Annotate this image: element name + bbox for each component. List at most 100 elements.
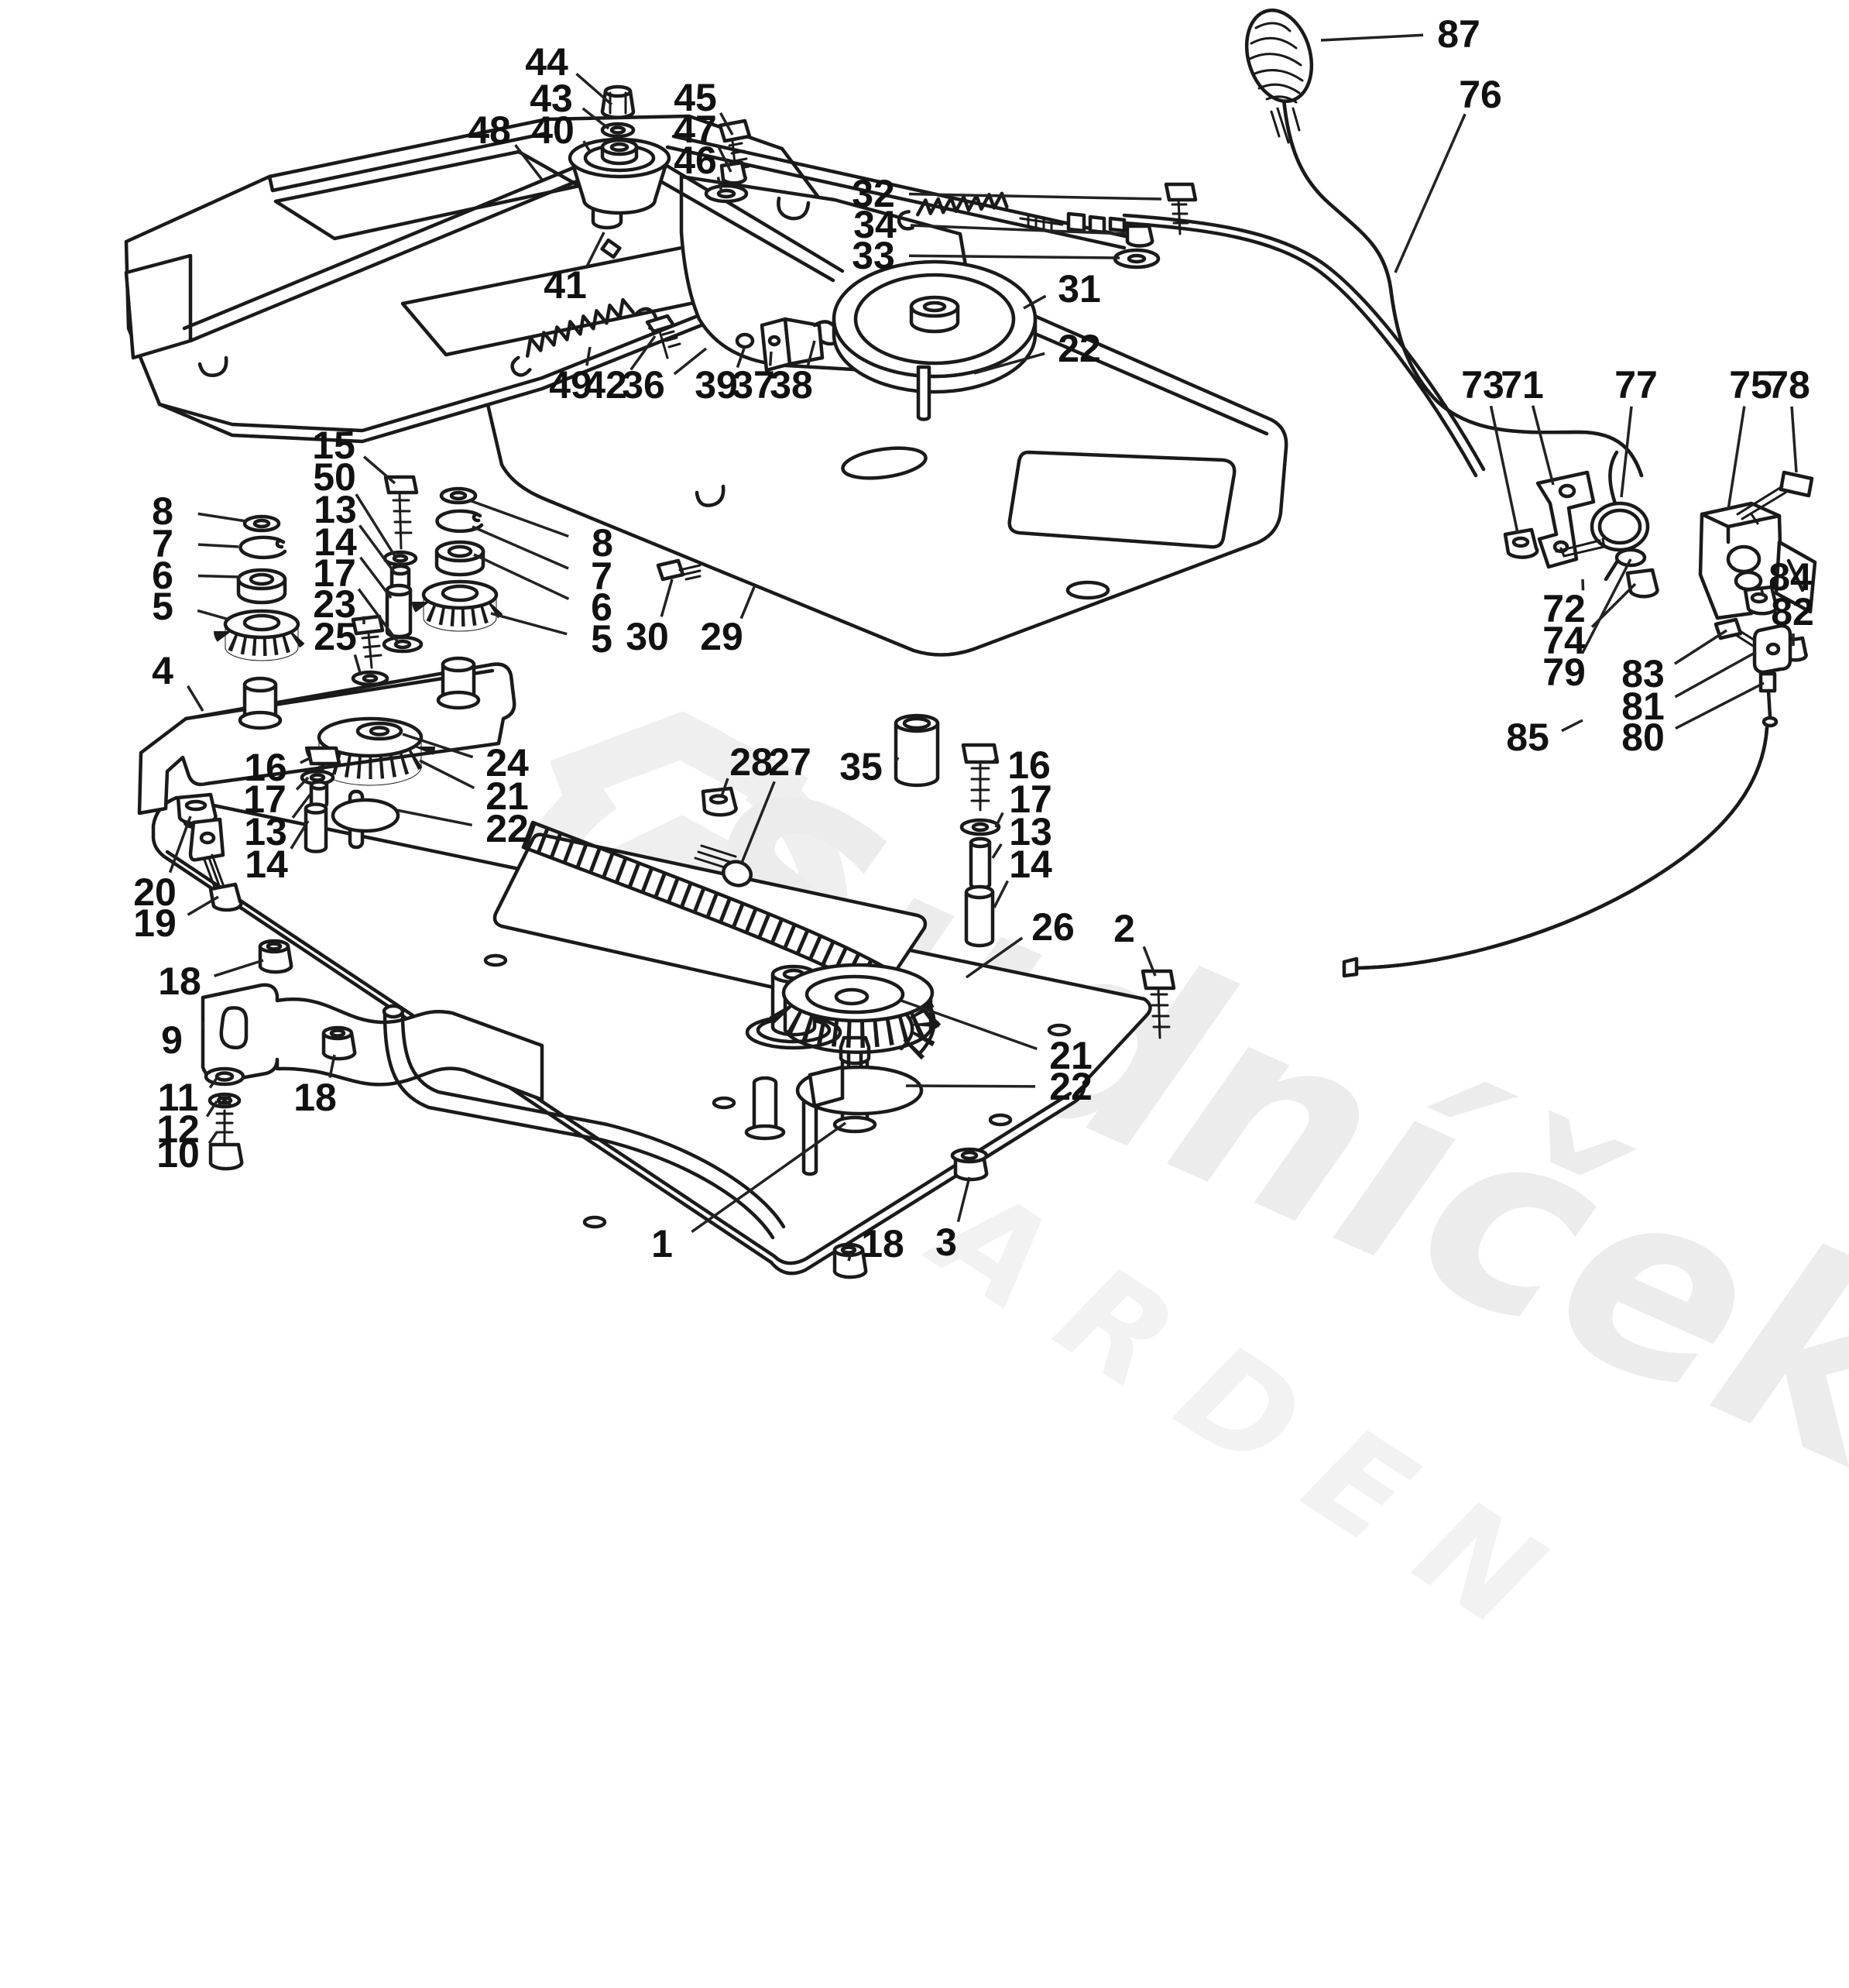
callout-label-48: 48 [468, 108, 511, 152]
callout-label-22: 22 [485, 807, 529, 850]
callout-leader-12 [205, 1100, 218, 1118]
nut-28-bolt-27 [694, 786, 753, 888]
callout-leader-17 [994, 812, 1004, 828]
washer-17 [382, 635, 424, 654]
callout-label-10: 10 [156, 1132, 200, 1176]
callout-label-23: 23 [313, 582, 356, 626]
bearing-stack-left [214, 514, 310, 661]
engagement-bracket-cluster [1503, 450, 1817, 728]
callout-label-31: 31 [1058, 267, 1101, 311]
callout-leader-26 [965, 936, 1024, 979]
callout-label-33: 33 [852, 234, 895, 277]
callout-leader-3 [956, 1176, 971, 1223]
callout-leader-10 [208, 1131, 218, 1145]
callout-leader-45 [719, 112, 734, 136]
callout-label-47: 47 [674, 108, 717, 151]
callout-leader-39 [736, 345, 746, 369]
callout-leader-77 [1620, 406, 1633, 498]
callout-label-34: 34 [853, 203, 897, 246]
callout-leader-8 [197, 512, 247, 523]
callout-label-35: 35 [839, 745, 883, 788]
callout-leader-14 [359, 556, 393, 599]
callout-leader-7 [197, 543, 239, 548]
callout-label-38: 38 [770, 363, 813, 407]
callout-label-16: 16 [1007, 743, 1051, 787]
callout-leader-5 [197, 609, 230, 621]
callout-label-44: 44 [525, 40, 568, 84]
callout-label-18: 18 [158, 960, 201, 1003]
callout-leader-24 [402, 733, 474, 759]
toothed-belt [521, 820, 939, 1060]
sleeve-35 [894, 713, 940, 788]
callout-label-20: 20 [133, 870, 177, 914]
callout-label-80: 80 [1621, 716, 1665, 759]
callout-leader-42 [629, 335, 657, 371]
clutch-spring-cable [897, 191, 1486, 478]
callout-label-8: 8 [152, 489, 173, 533]
callout-leader-11 [208, 1076, 218, 1089]
callout-leader-13 [991, 843, 1003, 859]
callout-label-82: 82 [1771, 590, 1814, 633]
callout-label-76: 76 [1459, 73, 1502, 116]
washer-24 [355, 721, 403, 741]
callout-leader-14 [993, 880, 1009, 908]
callout-leader-48 [514, 144, 544, 181]
callout-label-75: 75 [1729, 363, 1772, 407]
callout-label-17: 17 [243, 778, 286, 821]
callout-label-77: 77 [1614, 363, 1658, 407]
callout-label-30: 30 [626, 615, 669, 658]
callout-leader-22 [973, 352, 1045, 375]
callout-leader-6 [473, 553, 570, 600]
callout-leader-73 [1489, 405, 1519, 534]
callout-leader-46 [716, 177, 723, 193]
support-rod [382, 1004, 786, 1240]
callout-label-7: 7 [591, 555, 612, 598]
washer-33 [1113, 248, 1161, 270]
callout-leader-7 [472, 525, 569, 570]
bolt-16b-stack [959, 743, 1001, 948]
callout-label-11: 11 [158, 1076, 199, 1119]
callout-leader-84 [1760, 589, 1765, 597]
callout-label-15: 15 [312, 424, 355, 467]
callout-leader-6 [197, 574, 241, 579]
callout-leader-35 [894, 757, 900, 763]
callout-label-73: 73 [1461, 363, 1504, 407]
engagement-lever [1244, 9, 1644, 478]
callout-leader-75 [1727, 406, 1746, 510]
screw-30 [656, 558, 702, 582]
callout-leader-29 [739, 586, 756, 620]
callout-label-14: 14 [314, 520, 357, 564]
callout-leader-41 [585, 232, 605, 269]
callout-label-81: 81 [1621, 685, 1665, 728]
callout-leader-81 [1674, 651, 1757, 699]
callout-leader-49 [585, 346, 592, 366]
callout-label-1: 1 [651, 1222, 673, 1265]
callout-label-40: 40 [531, 108, 575, 152]
callout-leader-22 [396, 809, 472, 827]
callout-label-4: 4 [152, 649, 173, 692]
callout-label-85: 85 [1506, 716, 1549, 759]
bearing-stack-right [412, 486, 508, 632]
control-cable-85 [1342, 726, 1769, 978]
callout-label-42: 42 [584, 363, 627, 407]
lever-knob [1244, 9, 1314, 144]
callout-leader-78 [1790, 406, 1798, 473]
callout-label-5: 5 [152, 585, 173, 628]
callout-label-6: 6 [591, 585, 612, 629]
callout-label-19: 19 [133, 901, 177, 945]
big-toothed-pulley [769, 963, 947, 1116]
callout-label-49: 49 [549, 363, 592, 407]
callout-leader-33 [908, 254, 1120, 259]
callout-leader-43 [581, 107, 610, 130]
callout-leader-15 [362, 455, 396, 485]
callout-leader-18 [214, 959, 264, 977]
callout-leader-20 [168, 815, 192, 874]
callout-leader-2 [1142, 946, 1157, 977]
callout-leader-16 [300, 756, 312, 764]
callout-label-26: 26 [1031, 905, 1075, 949]
callout-leader-1 [691, 1121, 847, 1234]
callout-label-36: 36 [622, 363, 665, 407]
callout-label-8: 8 [592, 521, 613, 565]
bolt-42 [645, 314, 681, 359]
